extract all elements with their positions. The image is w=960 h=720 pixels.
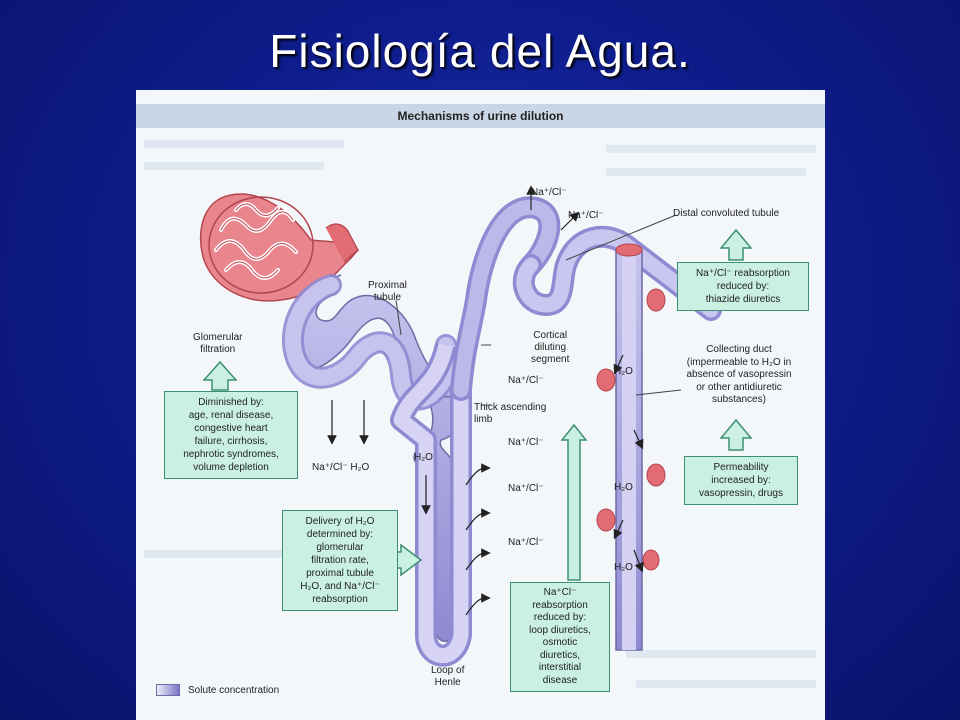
box-line: osmotic [542, 637, 578, 648]
label-collecting-duct: Collecting duct (impermeable to H₂O in a… [664, 344, 814, 407]
box-line: Na⁺Cl⁻ [543, 587, 577, 598]
box-line: proximal tubule [306, 568, 374, 579]
label-line: Thick ascending [474, 402, 547, 413]
box-line: reduced by: [716, 281, 770, 292]
label-line: tubule [373, 292, 402, 303]
box-line: disease [542, 674, 578, 686]
label-h2o-cd-2: H₂O [614, 482, 633, 493]
box-line: glomerular [316, 542, 364, 553]
box-line: failure, cirrhosis, [194, 436, 268, 447]
glomerulus [199, 193, 360, 302]
box-line: increased by: [711, 475, 771, 486]
label-line: limb [474, 414, 493, 425]
label-line: diluting [534, 342, 567, 353]
box-line: H₂O, and Na⁺/Cl⁻ [300, 581, 380, 592]
leader-lines [395, 214, 682, 406]
box-line: filtration rate, [311, 555, 369, 566]
label-line: filtration [200, 344, 236, 355]
box-line: age, renal disease, [188, 410, 274, 421]
label-glomerular-filtration: Glomerular filtration [193, 332, 242, 356]
label-nacl-3: Na⁺/Cl⁻ [508, 375, 544, 386]
label-line: (impermeable to H₂O in [686, 356, 792, 368]
box-line: diuretics, [539, 649, 580, 661]
box-line: loop diuretics, [529, 624, 591, 636]
box-line: interstitial [538, 662, 582, 673]
legend-label: Solute concentration [188, 684, 280, 696]
label-line: Proximal [368, 280, 407, 291]
label-h2o-cd-1: H₂O [614, 366, 633, 377]
label-nacl-2: Na⁺/Cl⁻ [568, 210, 604, 221]
box-line: reabsorption [312, 594, 368, 605]
box-line: reduced by: [533, 612, 587, 623]
box-line: vasopressin, drugs [699, 488, 783, 499]
box-line: congestive heart [194, 423, 268, 434]
box-delivery: Delivery of H₂O determined by: glomerula… [282, 510, 398, 611]
box-line: Na⁺/Cl⁻ reabsorption [696, 268, 790, 279]
box-line: Permeability [713, 462, 769, 473]
label-line: Collecting duct [706, 344, 772, 355]
box-loop-reabsorption: Na⁺Cl⁻ reabsorption reduced by: loop diu… [510, 582, 610, 692]
label-nacl-1: Na⁺/Cl⁻ [531, 187, 567, 198]
label-line: segment [531, 354, 570, 365]
label-cortical-segment: Cortical diluting segment [531, 330, 569, 366]
label-line: or other antidiuretic [696, 381, 782, 393]
reabsorption-arrows [327, 185, 644, 616]
box-diminished: Diminished by: age, renal disease, conge… [164, 391, 298, 479]
label-nacl-h2o: Na⁺/Cl⁻ H₂O [312, 462, 370, 473]
label-nacl-5: Na⁺/Cl⁻ [508, 483, 544, 494]
label-line: Henle [434, 677, 461, 688]
box-line: volume depletion [193, 462, 269, 473]
box-line: thiazide diuretics [705, 294, 781, 305]
figure-header: Mechanisms of urine dilution [136, 104, 825, 128]
label-line: absence of vasopressin [686, 369, 792, 380]
box-line: Delivery of H₂O [305, 516, 375, 527]
nephron-tubule [293, 280, 461, 642]
kidney-diagram: Mechanisms of urine dilution [136, 90, 825, 720]
label-h2o-descending: H₂O [414, 452, 433, 463]
box-line: determined by: [306, 529, 374, 540]
box-line: Diminished by: [198, 397, 264, 408]
label-line: Cortical [533, 330, 568, 341]
diagram-svg [199, 185, 753, 667]
label-h2o-cd-3: H₂O [614, 562, 633, 573]
label-line: Glomerular [193, 332, 243, 343]
box-line: reabsorption [532, 599, 588, 611]
label-distal-tubule: Distal convoluted tubule [673, 208, 780, 219]
legend-swatch [156, 684, 180, 696]
box-distal-reabsorption: Na⁺/Cl⁻ reabsorption reduced by: thiazid… [677, 262, 809, 311]
label-nacl-6: Na⁺/Cl⁻ [508, 537, 544, 548]
label-thick-limb: Thick ascending limb [474, 402, 546, 426]
box-line: nephrotic syndromes, [183, 449, 279, 460]
callouts [202, 228, 753, 581]
collecting-duct [615, 243, 643, 651]
label-loop-of-henle: Loop of Henle [431, 665, 464, 689]
label-line: substances) [712, 394, 766, 405]
peritubular-vessels [596, 288, 666, 571]
legend: Solute concentration [156, 684, 279, 696]
slide-title: Fisiología del Agua. [269, 25, 691, 77]
box-permeability: Permeability increased by: vasopressin, … [684, 456, 798, 505]
label-nacl-4: Na⁺/Cl⁻ [508, 437, 544, 448]
label-proximal-tubule: Proximal tubule [368, 280, 407, 304]
label-line: Loop of [431, 665, 465, 676]
